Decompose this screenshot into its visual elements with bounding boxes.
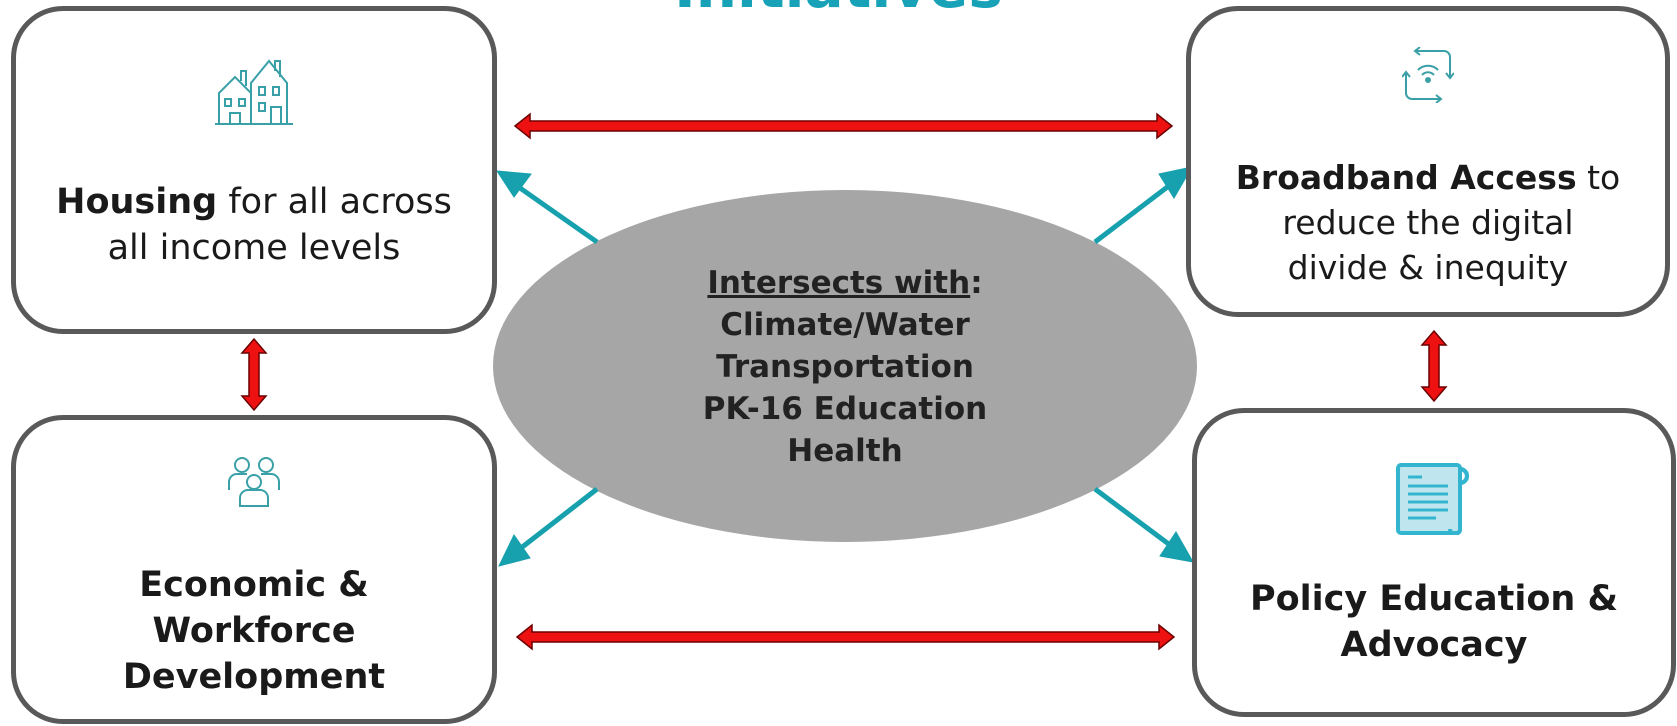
broadband-label: Broadband Access to reduce the digital d… [1235, 158, 1621, 287]
broadband-card: Broadband Access to reduce the digital d… [1186, 6, 1670, 317]
policy-label: Policy Education & Advocacy [1249, 579, 1619, 665]
page-title: Initiatives [0, 0, 1677, 16]
houses-icon [16, 57, 492, 127]
economic-card: Economic & Workforce Development [11, 415, 497, 724]
red-double-arrows [240, 112, 1448, 651]
center-ellipse [493, 190, 1197, 542]
teal-arrows [496, 166, 1194, 567]
intersect-item: PK-16 Education [702, 391, 988, 427]
people-group-icon [16, 456, 492, 508]
wifi-sync-icon [1191, 47, 1665, 103]
housing-label: Housing for all across all income levels [56, 182, 452, 268]
policy-card: Policy Education & Advocacy [1192, 408, 1676, 717]
intersect-item: Health [787, 433, 903, 469]
intersects-text: Intersects with: Climate/Water Transport… [640, 262, 1050, 472]
housing-card: Housing for all across all income levels [11, 6, 497, 334]
intersect-item: Transportation [716, 349, 974, 385]
document-scroll-icon [1197, 463, 1671, 535]
economic-label: Economic & Workforce Development [122, 565, 386, 697]
intersect-item: Climate/Water [720, 307, 970, 343]
intersects-heading: Intersects with [707, 265, 971, 301]
